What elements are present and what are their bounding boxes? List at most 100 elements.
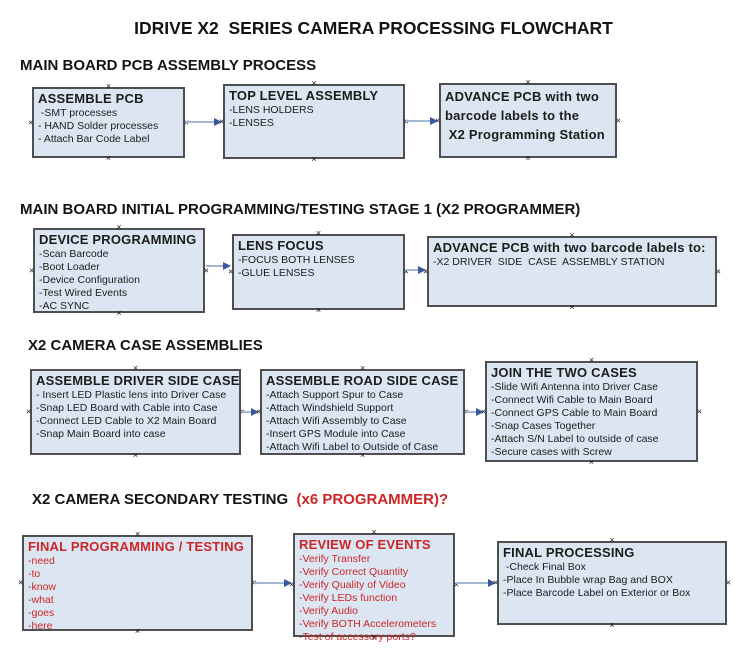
- box-items: -LENS HOLDERS-LENSES: [229, 104, 400, 130]
- flow-arrow-3[interactable]: [206, 261, 231, 271]
- box-items: -Check Final Box-Place In Bubble wrap Ba…: [503, 561, 722, 600]
- heading-red-part: (x6 PROGRAMMER)?: [296, 491, 449, 508]
- arrow-shaft: [466, 411, 478, 413]
- box-item: -Device Configuration: [39, 274, 140, 286]
- arrow-shaft: [406, 269, 420, 271]
- connector-x-icon: ×: [588, 355, 595, 365]
- box-item: -Verify Audio: [299, 605, 358, 617]
- box-item: -Connect GPS Cable to Main Board: [491, 407, 658, 419]
- connector-x-icon: ×: [132, 450, 139, 460]
- flow-box-advance-pcb-to-driver-side[interactable]: ADVANCE PCB with two barcode labels to: …: [423, 231, 721, 312]
- flow-arrow-5[interactable]: [242, 407, 259, 417]
- connector-x-icon: ×: [105, 81, 112, 91]
- connector-x-icon: ×: [315, 305, 322, 315]
- connector-x-icon: ×: [569, 302, 575, 312]
- flow-arrow-7[interactable]: [254, 578, 292, 588]
- box-item: -Scan Barcode: [39, 248, 109, 260]
- box-title: REVIEW OF EVENTS: [299, 537, 431, 552]
- connector-x-icon: ×: [132, 363, 139, 373]
- box-item: - Attach Bar Code Label: [38, 133, 150, 145]
- box-item: -LENSES: [229, 117, 274, 129]
- box-item: -Check Final Box: [503, 561, 586, 573]
- flow-box-top-level-assembly[interactable]: TOP LEVEL ASSEMBLY -LENS HOLDERS-LENSES …: [219, 79, 409, 164]
- box-title: ASSEMBLE PCB: [38, 91, 144, 106]
- box-item: -Attach Support Spur to Case: [266, 389, 404, 401]
- flow-box-lens-focus[interactable]: LENS FOCUS -FOCUS BOTH LENSES-GLUE LENSE…: [228, 229, 409, 315]
- box-item: -Verify Correct Quantity: [299, 566, 409, 578]
- connector-x-icon: ×: [116, 222, 122, 232]
- box-title: ASSEMBLE ROAD SIDE CASE: [266, 373, 459, 388]
- box-item: barcode labels to the: [445, 108, 580, 123]
- flow-box-assemble-road-side-case[interactable]: ASSEMBLE ROAD SIDE CASE -Attach Support …: [256, 364, 469, 460]
- connector-x-icon: ×: [609, 620, 615, 630]
- connector-x-icon: ×: [588, 457, 595, 467]
- connector-x-icon: ×: [569, 230, 575, 240]
- flow-arrow-1[interactable]: [186, 117, 222, 127]
- connector-x-icon: ×: [615, 115, 621, 125]
- box-item: -Verify LEDs function: [299, 592, 398, 604]
- connector-x-icon: ×: [525, 77, 531, 87]
- arrow-head-icon: [418, 266, 426, 274]
- box-item: -Verify Quality of Video: [299, 579, 406, 591]
- box-item: -here: [28, 620, 53, 632]
- connector-x-icon: ×: [371, 527, 377, 537]
- connector-x-icon: ×: [105, 153, 112, 163]
- box-item: -Slide Wifi Antenna into Driver Case: [491, 381, 658, 393]
- arrow-head-icon: [214, 118, 222, 126]
- box-item: -Boot Loader: [39, 261, 100, 273]
- box-items: -FOCUS BOTH LENSES-GLUE LENSES: [238, 254, 400, 280]
- arrow-shaft: [406, 120, 432, 122]
- box-items: - Insert LED Plastic lens into Driver Ca…: [36, 389, 236, 441]
- connector-x-icon: ×: [18, 577, 24, 588]
- connector-x-icon: ×: [725, 577, 731, 588]
- flow-box-assemble-driver-side-case[interactable]: ASSEMBLE DRIVER SIDE CASE - Insert LED P…: [26, 364, 245, 460]
- box-items: -Slide Wifi Antenna into Driver Case-Con…: [491, 381, 693, 459]
- flow-box-join-the-two-cases[interactable]: JOIN THE TWO CASES -Slide Wifi Antenna i…: [481, 356, 702, 467]
- box-item: -Verify BOTH Accelerometers: [299, 618, 437, 630]
- arrow-head-icon: [284, 579, 292, 587]
- arrow-head-icon: [430, 117, 438, 125]
- flow-box-assemble-pcb[interactable]: ASSEMBLE PCB -SMT processes- HAND Solder…: [28, 82, 189, 163]
- arrow-head-icon: [476, 408, 484, 416]
- flow-box-review-of-events[interactable]: REVIEW OF EVENTS -Verify Transfer-Verify…: [289, 528, 459, 644]
- connector-x-icon: ×: [311, 78, 317, 88]
- box-item: -LENS HOLDERS: [229, 104, 314, 116]
- flow-box-device-programming[interactable]: DEVICE PROGRAMMING -Scan Barcode-Boot Lo…: [29, 223, 209, 318]
- flow-arrow-2[interactable]: [406, 116, 438, 126]
- box-item: -Snap LED Board with Cable into Case: [36, 402, 218, 414]
- section-heading-secondary-testing: X2 CAMERA SECONDARY TESTING (x6 PROGRAMM…: [32, 491, 448, 508]
- box-item: -GLUE LENSES: [238, 267, 315, 279]
- box-items: -SMT processes- HAND Solder processes- A…: [38, 107, 180, 146]
- section-heading-pcb-assembly: MAIN BOARD PCB ASSEMBLY PROCESS: [20, 57, 317, 74]
- box-item: -X2 DRIVER SIDE CASE ASSEMBLY STATION: [433, 256, 665, 268]
- box-item: -Attach S/N Label to outside of case: [491, 433, 659, 445]
- flow-box-final-programming-testing[interactable]: FINAL PROGRAMMING / TESTING -need-to-kno…: [18, 530, 257, 636]
- flow-arrow-6[interactable]: [466, 407, 484, 417]
- arrow-head-icon: [488, 579, 496, 587]
- arrow-shaft: [186, 121, 216, 123]
- connector-x-icon: ×: [315, 228, 322, 238]
- arrow-head-icon: [251, 408, 259, 416]
- arrow-shaft: [242, 411, 253, 413]
- box-item: -Test of accessory ports?: [299, 631, 416, 643]
- box-item: -Snap Cases Together: [491, 420, 596, 432]
- connector-x-icon: ×: [359, 363, 366, 373]
- box-item: -Connect Wifi Cable to Main Board: [491, 394, 653, 406]
- arrow-head-icon: [223, 262, 231, 270]
- section-heading-case-assemblies: X2 CAMERA CASE ASSEMBLIES: [28, 337, 263, 354]
- box-title: FINAL PROGRAMMING / TESTING: [28, 539, 245, 554]
- box-items: -Verify Transfer-Verify Correct Quantity…: [299, 553, 450, 644]
- box-item: - Insert LED Plastic lens into Driver Ca…: [36, 389, 227, 401]
- box-title: JOIN THE TWO CASES: [491, 365, 637, 380]
- section-heading-initial-programming: MAIN BOARD INITIAL PROGRAMMING/TESTING S…: [20, 201, 581, 218]
- flow-arrow-4[interactable]: [406, 265, 426, 275]
- flow-arrow-8[interactable]: [456, 578, 496, 588]
- connector-x-icon: ×: [696, 406, 702, 416]
- box-item: -Attach Wifi Assembly to Case: [266, 415, 407, 427]
- box-item: X2 Programming Station: [445, 127, 605, 142]
- heading-black-part: X2 CAMERA SECONDARY TESTING: [32, 491, 289, 508]
- box-item: -what: [28, 594, 54, 606]
- flow-box-final-processing[interactable]: FINAL PROCESSING -Check Final Box-Place …: [493, 536, 731, 630]
